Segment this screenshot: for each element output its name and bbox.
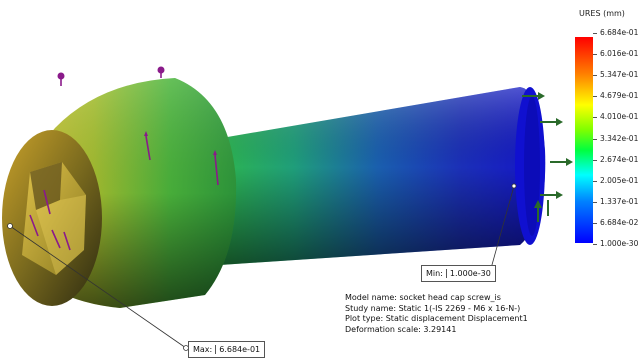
- legend-tick-mark: [593, 117, 597, 119]
- legend-tick-label: 4.679e-01: [600, 91, 638, 101]
- screw-shaft: [210, 87, 546, 265]
- legend-tick-label: 2.674e-01: [600, 154, 638, 164]
- min-value: 1.000e-30: [445, 269, 491, 278]
- legend-tick-label: 6.684e-01: [600, 28, 638, 37]
- legend-tick-mark: [593, 201, 597, 203]
- legend-tick-label: 4.010e-01: [600, 112, 638, 122]
- study-name: Study name: Static 1(-IS 2269 - M6 x 16-…: [345, 303, 521, 313]
- legend-tick-label: 1.000e-30: [600, 239, 638, 248]
- max-probe-label[interactable]: Max:6.684e-01: [188, 341, 266, 358]
- legend-tick-mark: [593, 138, 597, 140]
- legend-tick-mark: [593, 96, 597, 98]
- color-bar: [575, 37, 593, 243]
- legend-tick-label: 2.005e-01: [600, 175, 638, 185]
- legend-tick-mark: [593, 244, 597, 245]
- legend-tick-label: 1.337e-01: [600, 196, 638, 206]
- deformation-scale: Deformation scale: 3.29141: [345, 324, 457, 334]
- min-label: Min:: [426, 269, 443, 278]
- force-arrows: [29, 66, 219, 251]
- legend-tick-mark: [593, 75, 597, 77]
- legend-tick-label: 3.342e-01: [600, 133, 638, 143]
- legend-tick-mark: [593, 222, 597, 224]
- legend-title: URES (mm): [579, 9, 625, 18]
- max-label: Max:: [193, 345, 213, 354]
- fixture-arrows: [522, 92, 573, 222]
- model-name: Model name: socket head cap screw_is: [345, 293, 501, 302]
- plot-type: Plot type: Static displacement Displacem…: [345, 314, 528, 323]
- screw-head: [2, 78, 237, 308]
- min-probe-label[interactable]: Min:1.000e-30: [421, 265, 496, 282]
- max-value: 6.684e-01: [215, 345, 260, 354]
- legend-tick-label: 6.684e-02: [600, 217, 638, 227]
- legend-tick-mark: [593, 159, 597, 161]
- legend-tick-mark: [593, 33, 597, 34]
- legend-tick-label: 6.016e-01: [600, 49, 638, 59]
- legend-tick-mark: [593, 54, 597, 56]
- legend-tick-label: 5.347e-01: [600, 70, 638, 80]
- study-info: Model name: socket head cap screw_is Stu…: [345, 293, 528, 335]
- legend-tick-mark: [593, 180, 597, 182]
